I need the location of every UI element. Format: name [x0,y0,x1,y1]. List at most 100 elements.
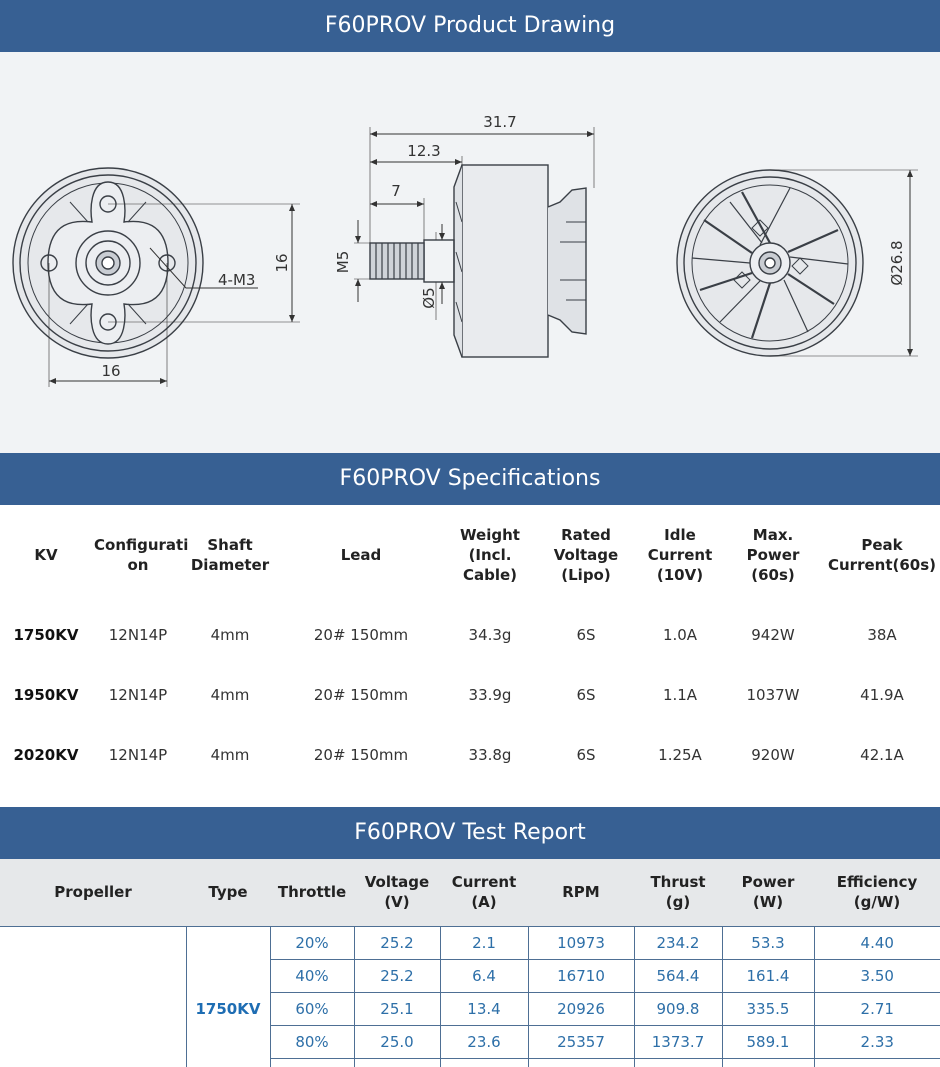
type-cell: 1750KV [185,925,271,1067]
shaft-diameter-dim: Ø5 [420,287,438,308]
efficiency-cell: 1.92 [813,1058,940,1067]
throttle-header: Throttle [270,859,354,926]
current-cell: 38.0 [439,1058,529,1067]
config-cell: 12N14P [108,626,168,644]
power-cell: 942.5 [721,1058,815,1067]
shaft-cell: 4mm [210,686,250,704]
voltage-cell: 6S [576,626,596,644]
type-header: Type [186,859,270,926]
table-row: 2020KV 12N14P 4mm 20# 150mm 33.8g 6S 1.2… [0,725,940,785]
rpm-cell: 29026 [527,1058,635,1067]
throttle-cell: 60% [269,992,355,1026]
weight-header: Weight(Incl.Cable) [460,526,520,584]
config-cell: 12N14P [108,686,168,704]
weight-cell: 33.9g [468,686,512,704]
thread-label: M5 [334,251,352,274]
lead-cell: 20# 150mm [313,626,409,644]
table-row: 1750KV 20% 25.2 2.1 10973 234.2 53.3 4.4… [0,925,940,1067]
rpm-cell: 25357 [527,1025,635,1059]
front-width-dim: 16 [101,362,120,380]
product-drawing-svg: 16 16 4-M3 31.7 12.3 7 M5 Ø5 Ø26.8 [12,113,918,387]
front-view [12,167,204,359]
power-cell: 1037W [746,686,800,704]
efficiency-cell: 3.50 [813,959,940,993]
config-cell: 12N14P [108,746,168,764]
current-cell: 6.4 [439,959,529,993]
lead-cell: 20# 150mm [313,746,409,764]
voltage-cell: 6S [576,746,596,764]
report-section-title: F60PROV Test Report [0,807,940,859]
voltage-cell: 6S [576,686,596,704]
efficiency-cell: 2.33 [813,1025,940,1059]
propeller-cell [0,925,187,1067]
power-cell: 589.1 [721,1025,815,1059]
rpm-cell: 20926 [527,992,635,1026]
power-cell: 161.4 [721,959,815,993]
weight-cell: 33.8g [468,746,512,764]
power-cell: 335.5 [721,992,815,1026]
kv-cell: 2020KV [13,746,79,764]
current-cell: 2.1 [439,925,529,960]
peak-cell: 42.1A [860,746,904,764]
power-cell: 53.3 [721,925,815,960]
peak-cell: 38A [867,626,897,644]
table-row: 1750KV 12N14P 4mm 20# 150mm 34.3g 6S 1.0… [0,605,940,665]
voltage-cell: 24.8 [353,1058,441,1067]
voltage-cell: 25.2 [353,959,441,993]
table-row: 40% 25.2 6.4 16710 564.4 161.4 3.50 [0,959,940,993]
current-cell: 23.6 [439,1025,529,1059]
back-view [676,169,864,357]
rpm-cell: 10973 [527,925,635,960]
product-drawing: 16 16 4-M3 31.7 12.3 7 M5 Ø5 Ø26.8 [0,52,940,453]
voltage-cell: 25.0 [353,1025,441,1059]
test-report-table: Propeller Type Throttle Voltage(V) Curre… [0,859,940,1067]
mount-holes-label: 4-M3 [218,271,255,289]
report-header-row: Propeller Type Throttle Voltage(V) Curre… [0,859,940,926]
table-row: 80% 25.0 23.6 25357 1373.7 589.1 2.33 [0,1025,940,1059]
thrust-cell: 909.8 [633,992,723,1026]
throttle-cell: 80% [269,1025,355,1059]
section-spacer [0,785,940,807]
rpm-cell: 16710 [527,959,635,993]
efficiency-cell: 2.71 [813,992,940,1026]
idle-cell: 1.25A [658,746,702,764]
power-cell: 920W [751,746,795,764]
table-row: 100% 24.8 38.0 29026 1812.9 942.5 1.92 [0,1058,940,1067]
side-shaft-dim: 12.3 [407,142,440,160]
power-header: Power(W) [722,859,814,926]
lead-header: Lead [340,546,382,564]
thrust-cell: 234.2 [633,925,723,960]
lead-cell: 20# 150mm [313,686,409,704]
table-row: 60% 25.1 13.4 20926 909.8 335.5 2.71 [0,992,940,1026]
propeller-header: Propeller [0,859,186,926]
voltage-cell: 25.1 [353,992,441,1026]
throttle-cell: 40% [269,959,355,993]
idle-cell: 1.0A [662,626,698,644]
weight-cell: 34.3g [468,626,512,644]
rpm-header: RPM [528,859,634,926]
efficiency-header: Efficiency(g/W) [814,859,940,926]
thrust-cell: 1812.9 [633,1058,723,1067]
max-power-header: Max.Power(60s) [746,526,800,584]
thrust-header: Thrust(g) [634,859,722,926]
idle-cell: 1.1A [662,686,698,704]
kv-header: KV [34,546,58,564]
current-cell: 13.4 [439,992,529,1026]
power-cell: 942W [751,626,795,644]
kv-cell: 1950KV [13,686,79,704]
peak-cell: 41.9A [860,686,904,704]
current-header: Current(A) [440,859,528,926]
voltage-header: Voltage(V) [354,859,440,926]
voltage-cell: 25.2 [353,925,441,960]
drawing-section-title: F60PROV Product Drawing [0,0,940,52]
throttle-cell: 20% [269,925,355,960]
kv-cell: 1750KV [13,626,79,644]
thrust-cell: 564.4 [633,959,723,993]
back-diameter-dim: Ø26.8 [888,240,906,285]
efficiency-cell: 4.40 [813,925,940,960]
